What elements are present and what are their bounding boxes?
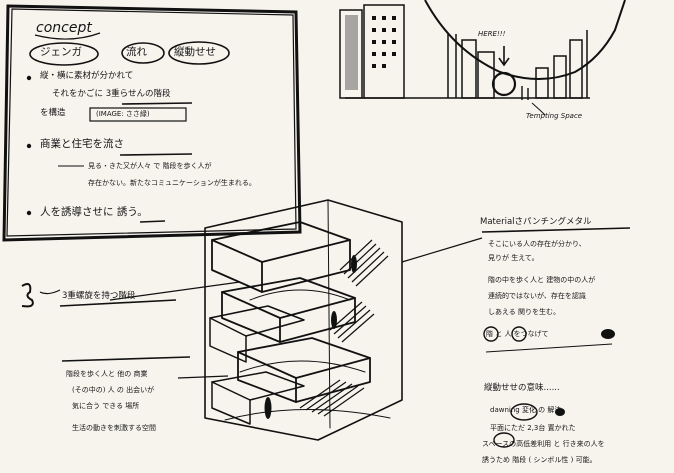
bottom-note: 生活の動きを刺激する空間 (72, 424, 156, 432)
tempting-space-caption: Tempting Space (526, 112, 583, 120)
image-note-box (89, 107, 187, 122)
ink-blot-small (555, 408, 565, 416)
note-underlines (59, 227, 631, 362)
stair-note-line1: 階段を歩く人と 他の 商業 (66, 370, 148, 378)
leader-lines (39, 237, 483, 379)
bullet1-line1: 縦・横に素材が分かれて (40, 71, 134, 81)
ink-blot (601, 329, 615, 339)
concept-box-frame (2, 4, 302, 242)
material-line3: 階の中を歩く人と 建物の中の人が (488, 276, 596, 284)
bullet3: 人を誘導させに 誘う。 (40, 206, 148, 218)
reason-line2: 平面にただ 2,3台 置かれた (490, 424, 576, 432)
reason-heading: 縦動せせの意味...... (484, 383, 560, 393)
tempting-space-pointer (531, 102, 546, 116)
reason-line3: スペースの高低差利用 と 行き来の人を (482, 440, 605, 448)
bullet2-line1: 見る・きた又が人々 で 階段を歩く人が (88, 162, 212, 170)
bullet2-heading: 商業と住宅を流さ (40, 138, 124, 150)
skyline-sketch (339, 0, 626, 99)
number-squiggle (21, 283, 34, 308)
material-line1: そこにいる人の存在が分かり、 (488, 240, 586, 248)
material-line5: しあえる 関りを生む。 (488, 308, 561, 316)
material-line6: 階 と 人 をつなげて (486, 330, 549, 338)
reason-line4: 誘うため 階段 ( シンボル性 ) 可能。 (482, 456, 597, 464)
keyword-vertical: 縦動せせ (174, 46, 216, 58)
here-marker (491, 46, 529, 100)
building-sketch (204, 199, 403, 441)
here-label: HERE!!! (478, 30, 506, 38)
keyword-ovals (29, 32, 230, 66)
skyline-windows (345, 15, 396, 90)
keyword-jenga: ジェンガ (40, 46, 82, 58)
reason-line1: dawning 変化 の 解決 (490, 406, 562, 414)
bullet1-line3: を構造 (40, 108, 66, 118)
circled-markers (483, 326, 538, 448)
triple-spiral-label: 3重螺旋を持つ階段 (62, 291, 136, 301)
keyword-flow: 流れ (126, 46, 147, 58)
material-line2: 見りが 生えて。 (488, 254, 539, 262)
bullet1-line2: それをかごに 3重らせんの階段 (52, 89, 171, 99)
bullet-dots (26, 75, 32, 216)
image-note: (IMAGE: ささ緑) (96, 110, 150, 118)
underlines (58, 102, 193, 223)
concept-heading: concept (36, 20, 92, 36)
human-figures (264, 255, 357, 419)
material-heading: Materialさパンチングメタル (480, 217, 592, 227)
stair-note-line3: 気に合う できる 場所 (72, 402, 140, 410)
stair-note-line2: (その中の) 人 の 出会いが (72, 386, 155, 394)
stair-hatching (299, 239, 389, 417)
material-line4: 連続的ではないが、存在を認識 (488, 292, 586, 300)
bullet2-line2: 存在かない。新たなコミュニケーションが生まれる。 (88, 179, 256, 187)
